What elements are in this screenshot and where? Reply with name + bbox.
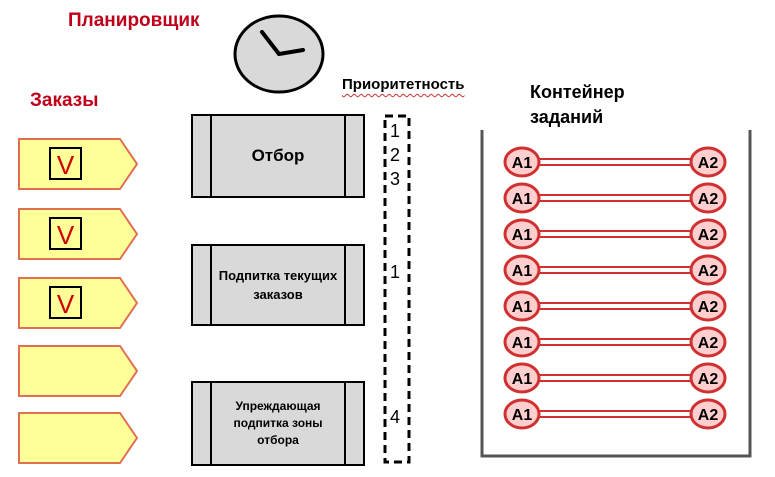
process-label: Упреждающая подпитка зоны отбора (233, 399, 323, 447)
priority-title: Приоритетность (342, 76, 465, 93)
task-node-to-circle (689, 254, 727, 286)
order-shape (18, 412, 139, 464)
task-container-title: Контейнер заданий (530, 80, 625, 130)
task-row: A1 A2 (503, 182, 727, 214)
priority-queue (383, 114, 411, 464)
process-label: Подпитка текущих заказов (218, 268, 338, 302)
task-node-to-label: A2 (698, 407, 719, 424)
task-node-to-circle (689, 182, 727, 214)
process-box-frame (191, 381, 365, 466)
task-node-to-label: A2 (698, 263, 719, 280)
process-picking: Отбор (191, 114, 365, 198)
priority-number: 4 (390, 407, 401, 427)
task-row: A1 A2 (503, 146, 727, 178)
task-node-from-label: A1 (512, 371, 533, 388)
task-node-from-circle (503, 146, 541, 178)
checkbox-icon (49, 217, 82, 250)
task-node-to-label: A2 (698, 371, 719, 388)
clock-icon (233, 14, 325, 94)
task-node-from-circle (503, 326, 541, 358)
task-node-from-label: A1 (512, 299, 533, 316)
task-node-to-circle (689, 362, 727, 394)
task-node-from-circle (503, 398, 541, 430)
order-item (18, 345, 139, 397)
process-advance-replenishment: Упреждающая подпитка зоны отбора (191, 381, 365, 466)
task-node-to-circle (689, 146, 727, 178)
task-row: A1 A2 (503, 326, 727, 358)
task-container-title-line2: заданий (530, 107, 604, 127)
checkmark-icon: V (57, 289, 75, 319)
task-row: A1 A2 (503, 254, 727, 286)
task-node-to-label: A2 (698, 335, 719, 352)
task-node-to-label: A2 (698, 191, 719, 208)
orders-title: Заказы (30, 90, 99, 111)
task-row: A1 A2 (503, 218, 727, 250)
order-shape (18, 345, 139, 397)
order-item: V (18, 208, 139, 260)
task-row: A1 A2 (503, 398, 727, 430)
priority-number: 3 (390, 169, 401, 189)
priority-number: 1 (390, 262, 401, 282)
task-node-to-circle (689, 290, 727, 322)
task-row: A1 A2 (503, 362, 727, 394)
task-node-to-label: A2 (698, 155, 719, 172)
task-node-to-circle (689, 326, 727, 358)
priority-number: 2 (390, 145, 401, 165)
task-node-to-circle (689, 218, 727, 250)
priority-number: 1 (390, 121, 401, 141)
task-node-from-circle (503, 290, 541, 322)
checkbox-icon (49, 147, 82, 180)
order-item (18, 412, 139, 464)
task-node-from-circle (503, 362, 541, 394)
task-node-to-label: A2 (698, 299, 719, 316)
task-node-from-circle (503, 254, 541, 286)
task-node-from-circle (503, 218, 541, 250)
task-node-to-circle (689, 398, 727, 430)
task-node-from-label: A1 (512, 191, 533, 208)
task-node-from-label: A1 (512, 335, 533, 352)
container-frame (480, 130, 752, 458)
process-box-frame (191, 114, 365, 198)
process-box-frame (191, 244, 365, 326)
order-item: V (18, 277, 139, 329)
orders-list: V V V (18, 138, 139, 464)
task-row: A1 A2 (503, 290, 727, 322)
process-label: Отбор (251, 146, 305, 165)
task-node-from-label: A1 (512, 227, 533, 244)
task-node-from-label: A1 (512, 155, 533, 172)
task-node-from-label: A1 (512, 263, 533, 280)
process-current-replenishment: Подпитка текущих заказов (191, 244, 365, 326)
task-node-from-circle (503, 182, 541, 214)
task-container-title-line1: Контейнер (530, 82, 625, 102)
scheduler-title: Планировщик (68, 10, 200, 31)
task-node-from-label: A1 (512, 407, 533, 424)
checkmark-icon: V (57, 150, 75, 180)
order-item: V (18, 138, 139, 190)
checkbox-icon (49, 286, 82, 319)
checkmark-icon: V (57, 220, 75, 250)
task-node-to-label: A2 (698, 227, 719, 244)
